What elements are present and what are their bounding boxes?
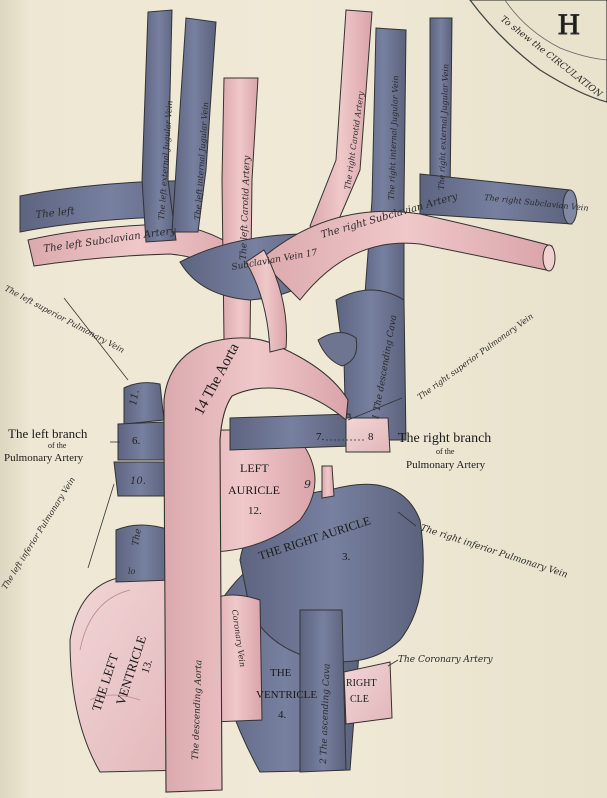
label-left-branch-l1: The left branch: [8, 426, 88, 441]
label-coronary-artery: The Coronary Artery: [398, 655, 493, 665]
label-num-8: 8: [368, 431, 374, 443]
header-cartouche: H To shew the CIRCULATION: [470, 0, 607, 102]
label-right-branch-l2: of the: [436, 447, 455, 456]
label-num-6: 6.: [132, 435, 141, 447]
left-pulmonary-artery-branch: [118, 422, 166, 460]
label-left-auricle-num: 12.: [248, 505, 262, 517]
label-right-ventricle-l1: THE: [270, 667, 292, 679]
right-ventricle-side: [344, 662, 392, 724]
label-right-auricle-num: 3.: [342, 551, 351, 563]
label-right-ventricle-side-l2: CLE: [350, 694, 369, 705]
label-num-9: 9: [304, 478, 311, 491]
label-right-superior-pulmonary-vein: The right superior Pulmonary Vein: [416, 312, 535, 402]
label-right-ventricle-num: 4.: [278, 709, 287, 721]
label-right-branch-l3: Pulmonary Artery: [406, 459, 486, 471]
label-left-superior-pulmonary-vein: The left superior Pulmonary Vein: [3, 284, 126, 355]
label-right-branch-l1: The right branch: [398, 431, 491, 446]
label-right-inferior-pulmonary-vein: The right inferior Pulmonary Vein: [419, 523, 569, 580]
label-left-branch-l3: Pulmonary Artery: [4, 452, 84, 464]
label-right-ventricle-l2: VENTRICLE: [256, 689, 317, 701]
right-carotid-artery: [310, 10, 372, 240]
pulmonary-artery-trunk: [230, 414, 352, 450]
plate-letter: H: [558, 8, 580, 41]
label-left-auricle-l1: LEFT: [240, 461, 269, 475]
label-left-auricle-l2: AURICLE: [228, 483, 280, 497]
label-right-ventricle-side-l1: RIGHT: [346, 678, 377, 689]
label-left-inferior-pulmonary-vein: The left inferior Pulmonary Vein: [0, 476, 77, 591]
label-num-7: 7.: [316, 431, 325, 443]
label-left-branch-l2: of the: [48, 441, 67, 450]
label-small-lo: lo: [128, 567, 136, 576]
label-num-10: 10.: [130, 476, 146, 487]
